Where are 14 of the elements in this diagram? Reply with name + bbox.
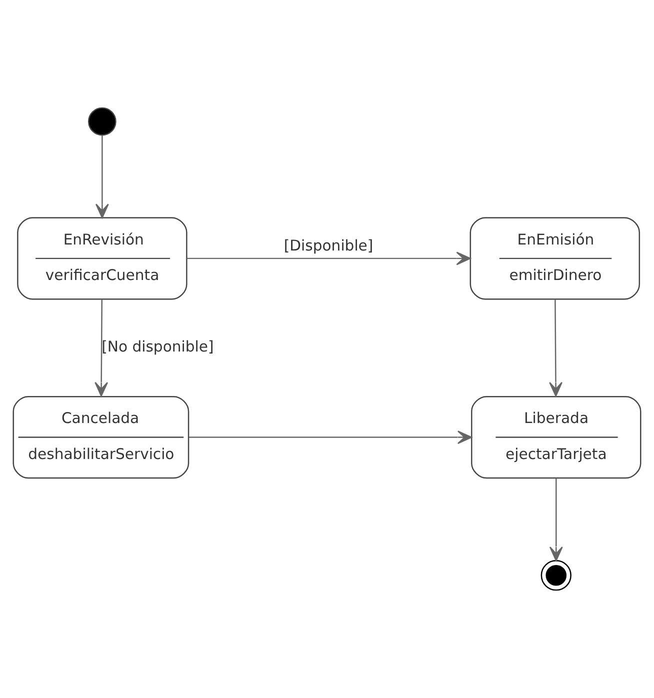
edge-label: [Disponible] <box>284 238 374 255</box>
arrow <box>94 299 108 397</box>
node-bullseye <box>540 560 572 591</box>
node-box: Cancelada deshabilitarServicio <box>12 396 190 479</box>
arrow <box>95 135 109 218</box>
arrow <box>186 252 471 266</box>
arrow <box>549 299 562 397</box>
node-box: Liberada ejectarTarjeta <box>471 396 642 479</box>
node-box: EnEmisión emitirDinero <box>470 217 640 300</box>
edge-label: [No disponible] <box>102 338 214 356</box>
node-box: EnRevisión verificarCuenta <box>17 217 188 300</box>
arrow <box>188 430 472 444</box>
arrow <box>549 478 563 562</box>
node-circle <box>88 107 116 136</box>
